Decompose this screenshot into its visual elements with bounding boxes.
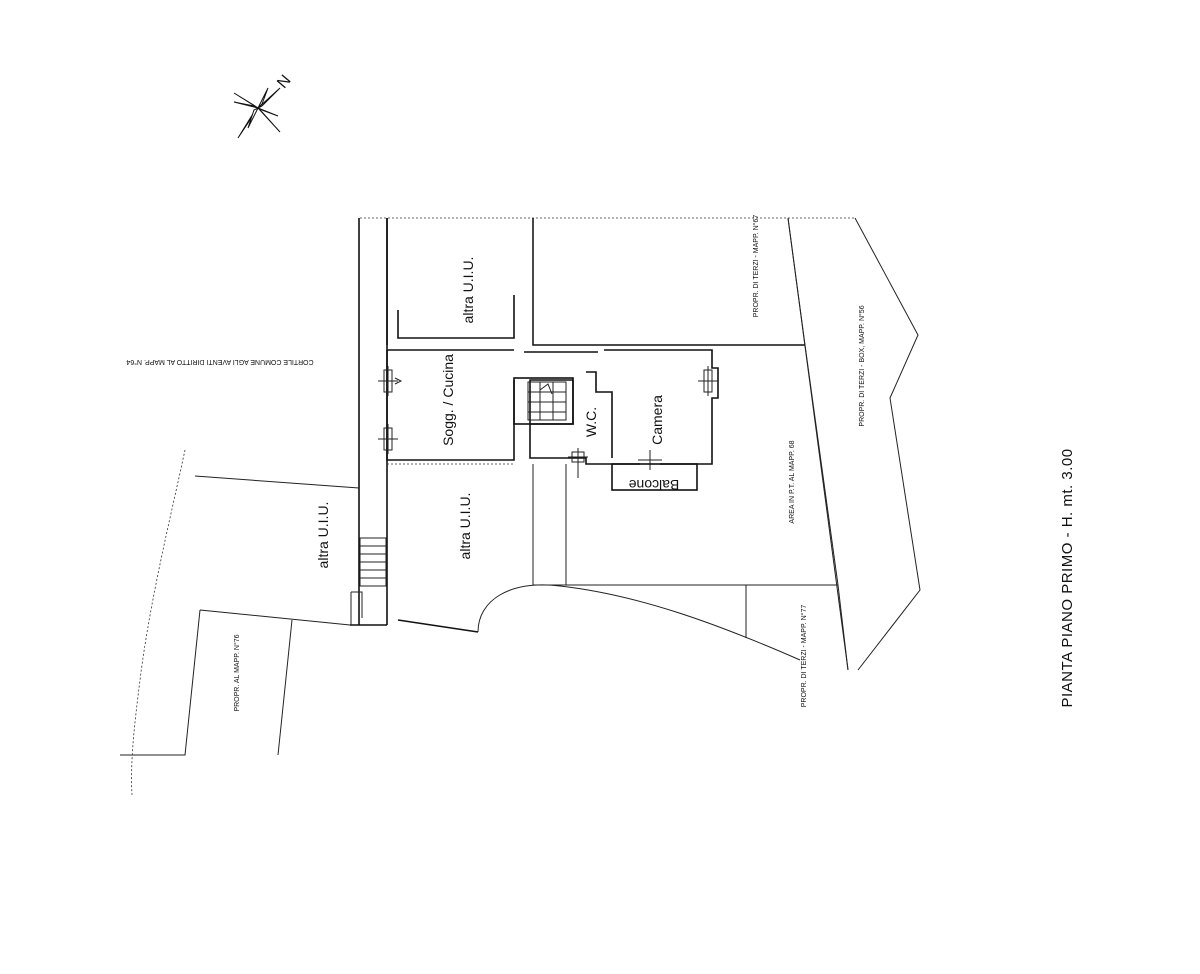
room-label-balcone: Balcone xyxy=(628,477,679,493)
plan-title: PIANTA PIANO PRIMO - H. mt. 3.00 xyxy=(1059,448,1076,707)
annotation-terzi-77: PROPR. DI TERZI - MAPP. N°77 xyxy=(800,605,808,708)
annotation-terzi-67: PROPR. DI TERZI - MAPP. N°67 xyxy=(752,215,760,318)
stair-block xyxy=(513,377,574,425)
room-label-soggiorno: Sogg. / Cucina xyxy=(440,354,456,446)
annotation-box-56: PROPR. DI TERZI - BOX, MAPP. N°56 xyxy=(858,305,866,426)
compass-north-label: N xyxy=(274,72,294,92)
annotation-area-68: AREA IN P.T. AL MAPP. 68 xyxy=(789,440,796,523)
room-label-wc: W.C. xyxy=(583,407,599,437)
balcony-outline xyxy=(611,463,698,491)
annotation-cortile: CORTILE COMUNE AGLI AVENTI DIRITTO AL MA… xyxy=(126,358,313,366)
left-region-boundary xyxy=(120,475,360,756)
room-label-camera: Camera xyxy=(649,395,665,445)
room-label-altra-left: altra U.I.U. xyxy=(315,502,331,569)
room-label-altra-top: altra U.I.U. xyxy=(460,257,476,324)
mapp-77-boundary xyxy=(745,584,849,671)
wc-partition xyxy=(530,371,613,458)
upper-unit-outline xyxy=(386,218,805,346)
external-stair xyxy=(350,537,387,625)
curved-boundary xyxy=(477,584,801,661)
mapp-56-boundary xyxy=(787,217,921,671)
compass-rose-icon: N xyxy=(233,72,295,139)
area-68-boundary xyxy=(532,344,839,586)
annotation-mapp-76: PROPR. AL MAPP. N°76 xyxy=(233,634,241,711)
room-label-altra-center: altra U.I.U. xyxy=(457,493,473,560)
apartment-outline xyxy=(386,349,719,465)
window-marks xyxy=(378,366,718,478)
mapp-67-boundary xyxy=(532,217,806,346)
left-dashed-boundary xyxy=(131,449,186,796)
lower-unit-wall xyxy=(397,619,479,633)
courtyard-wall xyxy=(350,218,388,626)
